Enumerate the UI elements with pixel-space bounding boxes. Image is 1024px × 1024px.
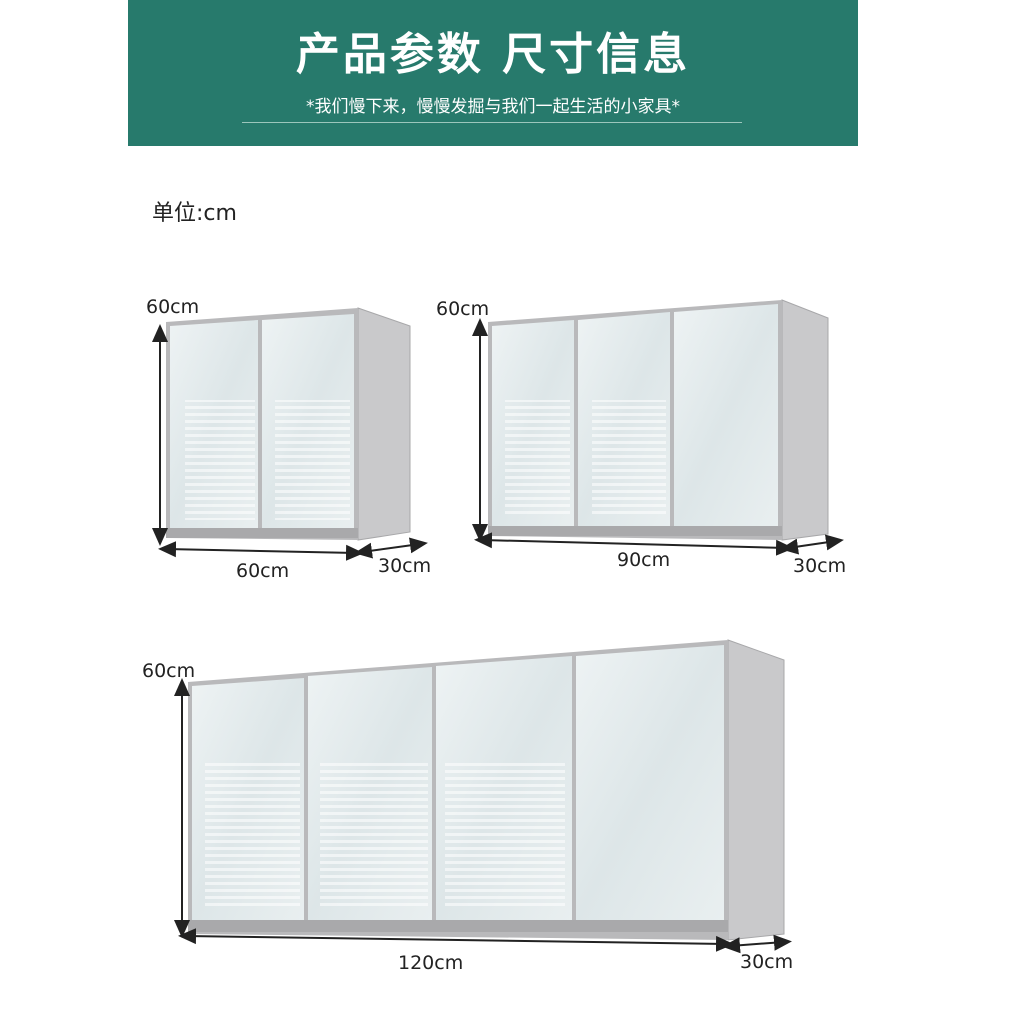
- glass-door: [674, 304, 778, 526]
- page-subtitle: *我们慢下来，慢慢发掘与我们一起生活的小家具*: [306, 97, 680, 117]
- bottom-rail: [488, 526, 782, 536]
- glass-door: [576, 645, 724, 920]
- bottom-rail: [166, 528, 358, 538]
- cabinet-120: [174, 639, 792, 954]
- height-label: 60cm: [142, 660, 196, 682]
- bottom-rail: [188, 920, 728, 932]
- width-label: 90cm: [617, 549, 671, 571]
- depth-label: 30cm: [793, 555, 847, 577]
- width-arrow: [178, 928, 734, 952]
- header-banner: 产品参数 尺寸信息 *我们慢下来，慢慢发掘与我们一起生活的小家具*: [128, 0, 858, 146]
- depth-label: 30cm: [378, 555, 432, 577]
- depth-arrow: [780, 534, 844, 555]
- reflection: [275, 400, 350, 520]
- reflection: [185, 400, 255, 520]
- banner-divider: [242, 122, 742, 123]
- reflection: [505, 400, 570, 518]
- cabinet-side-panel: [781, 299, 829, 541]
- cabinet-side-panel: [727, 639, 785, 941]
- cabinet-side-panel: [357, 307, 411, 541]
- reflection: [320, 760, 428, 910]
- height-label: 60cm: [146, 296, 200, 318]
- depth-arrow: [722, 934, 792, 954]
- depth-arrow: [354, 537, 428, 559]
- cabinet-90: [472, 299, 844, 556]
- reflection: [445, 760, 565, 910]
- depth-label: 30cm: [740, 951, 794, 973]
- width-arrow: [158, 541, 364, 561]
- width-label: 60cm: [236, 560, 290, 582]
- reflection: [205, 760, 300, 910]
- height-label: 60cm: [436, 298, 490, 320]
- reflection: [592, 400, 666, 518]
- page-title: 产品参数 尺寸信息: [295, 29, 691, 80]
- width-label: 120cm: [398, 952, 464, 974]
- cabinet-60: [152, 307, 428, 561]
- width-arrow: [474, 532, 794, 556]
- unit-label: 单位:cm: [152, 201, 237, 226]
